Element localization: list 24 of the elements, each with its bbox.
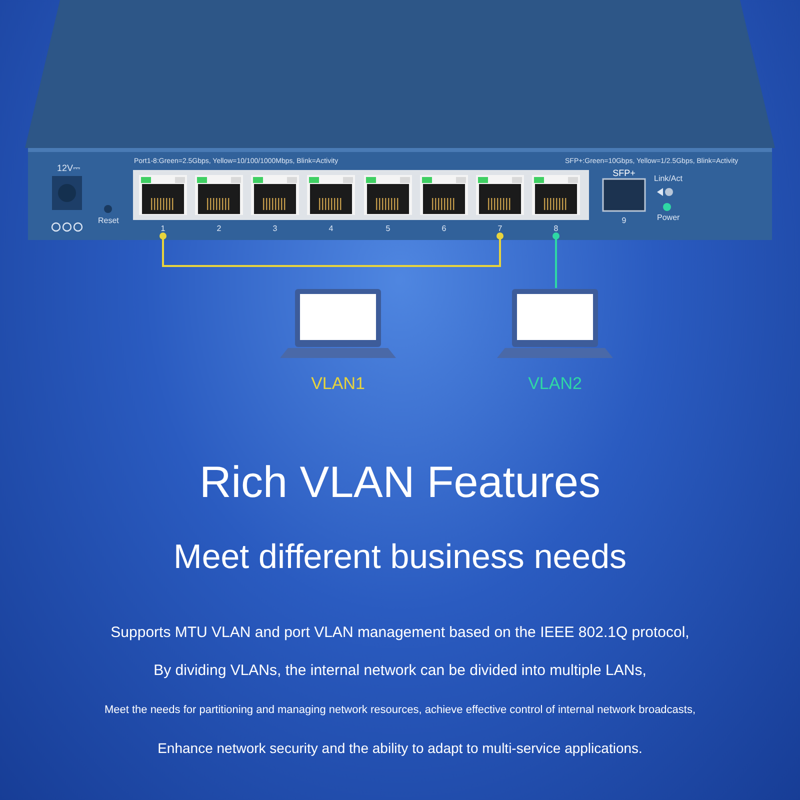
body-text: Meet the needs for partitioning and managing network resources, achieve effective control of internal network broadcasts, — [104, 704, 696, 716]
body-text: Supports MTU VLAN and port VLAN management based on the IEEE 802.1Q protocol, — [110, 624, 690, 641]
heading: Rich VLAN Features — [199, 458, 601, 508]
vlan-label: VLAN1 — [310, 374, 366, 394]
indicator-label: Power — [657, 213, 680, 222]
port-number: 8 — [552, 224, 560, 233]
port-number: 6 — [440, 224, 448, 233]
body-text: By dividing VLANs, the internal network can be divided into multiple LANs, — [154, 662, 646, 679]
connection-line — [552, 232, 560, 288]
port-number: 1 — [160, 224, 166, 233]
power-label: 12V⎓ — [57, 163, 80, 174]
connection-line — [160, 232, 504, 267]
port-number: 3 — [272, 224, 278, 233]
port-label: SFP+ — [612, 168, 636, 178]
port-number: 5 — [384, 224, 392, 233]
body-text: Enhance network security and the ability to adapt to multi-service applications. — [158, 740, 642, 756]
vlan-label: VLAN2 — [527, 374, 583, 394]
port-number: 2 — [216, 224, 222, 233]
port-number: 7 — [496, 224, 504, 233]
indicator-label: Link/Act — [654, 174, 682, 183]
button-label: Reset — [98, 216, 119, 225]
port-number: 9 — [620, 216, 628, 225]
subtitle: Meet different business needs — [174, 538, 626, 577]
port-number: 4 — [328, 224, 334, 233]
